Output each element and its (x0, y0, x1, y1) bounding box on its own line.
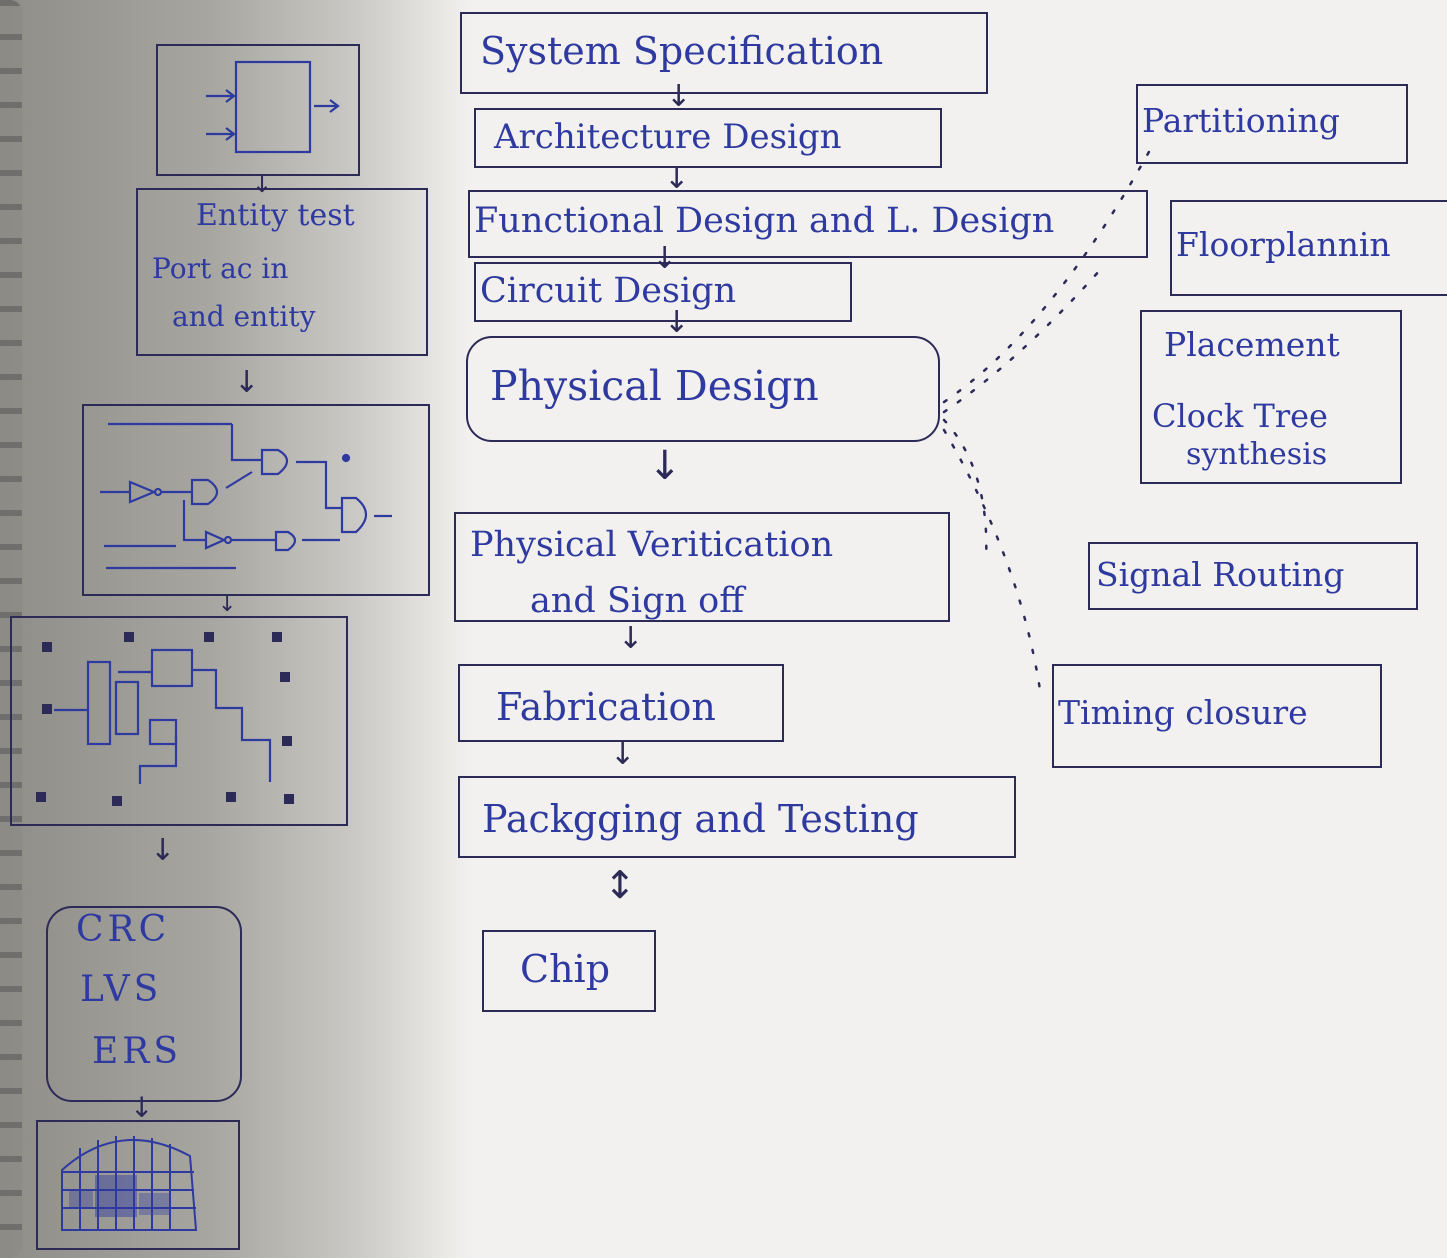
label-cts-line2: synthesis (1186, 437, 1328, 472)
label-partitioning: Partitioning (1142, 101, 1340, 140)
box-packaging-testing (458, 776, 1016, 858)
box-chip (482, 930, 656, 1012)
label-drc-line3: ERS (92, 1031, 183, 1072)
label-verification-line2: and Sign off (530, 581, 745, 621)
box-wafer (36, 1120, 240, 1250)
box-system-specification (460, 12, 988, 94)
label-drc-line1: CRC (76, 909, 171, 950)
label-entity-line2: Port ac in (152, 252, 289, 285)
arrow-5: ↓ (648, 443, 682, 489)
box-fabrication (458, 664, 784, 742)
label-verification-line1: Physical Veritication (470, 525, 834, 565)
box-functional-design (468, 190, 1148, 258)
box-partitioning (1136, 84, 1408, 164)
box-gate-schematic (82, 404, 430, 596)
box-circuit-design (474, 262, 852, 322)
arrow-6: ↓ (618, 621, 644, 656)
label-architecture-design: Architecture Design (494, 117, 842, 157)
box-physical-design (466, 336, 940, 442)
label-cts-line1: Clock Tree (1152, 397, 1328, 435)
label-drc-line2: LVS (80, 969, 163, 1010)
box-signal-routing (1088, 542, 1418, 610)
layout-icon (54, 648, 272, 784)
dotted-connectors (942, 148, 1152, 692)
label-chip: Chip (520, 947, 611, 991)
page-shadow (0, 0, 470, 1258)
label-floorplanning: Floorplannin (1176, 225, 1391, 264)
label-fabrication: Fabrication (496, 685, 716, 729)
arrow-3: ↓ (652, 241, 678, 276)
box-floorplanning (1170, 200, 1447, 296)
label-system-specification: System Specification (480, 29, 884, 73)
label-physical-design: Physical Design (490, 362, 819, 410)
arrow-4: ↓ (664, 305, 690, 340)
entity-block-icon (206, 60, 340, 154)
box-physical-verification (454, 512, 950, 622)
gate-schematic-icon (100, 422, 392, 570)
arrow-left-1: ↓ (252, 170, 273, 198)
arrow-2: ↓ (664, 161, 690, 196)
layout-pads (36, 632, 294, 806)
label-entity-line3: and entity (172, 300, 316, 333)
arrow-left-4: ↓ (150, 833, 176, 868)
arrow-1: ↓ (666, 79, 692, 114)
arrow-7: ↓ (610, 737, 636, 772)
arrow-left-3: ↓ (218, 592, 237, 617)
label-signal-routing: Signal Routing (1096, 555, 1345, 594)
label-circuit-design: Circuit Design (480, 271, 737, 311)
box-timing-closure (1052, 664, 1382, 768)
label-placement: Placement (1164, 325, 1340, 364)
arrow-left-5: ↓ (130, 1091, 154, 1124)
label-packaging-testing: Packgging and Testing (482, 797, 919, 841)
box-entity-test (136, 188, 428, 356)
arrow-8: ↕ (604, 863, 636, 907)
label-timing-closure: Timing closure (1058, 693, 1308, 732)
label-entity-line1: Entity test (196, 198, 355, 233)
label-functional-design: Functional Design and L. Design (474, 201, 1055, 241)
box-layout (10, 616, 348, 826)
box-placement-cts (1140, 310, 1402, 484)
wafer-icon (61, 1136, 198, 1231)
arrow-left-2: ↓ (234, 365, 260, 400)
box-architecture-design (474, 108, 942, 168)
box-drc-checks (46, 906, 242, 1102)
box-entity-icon (156, 44, 360, 176)
